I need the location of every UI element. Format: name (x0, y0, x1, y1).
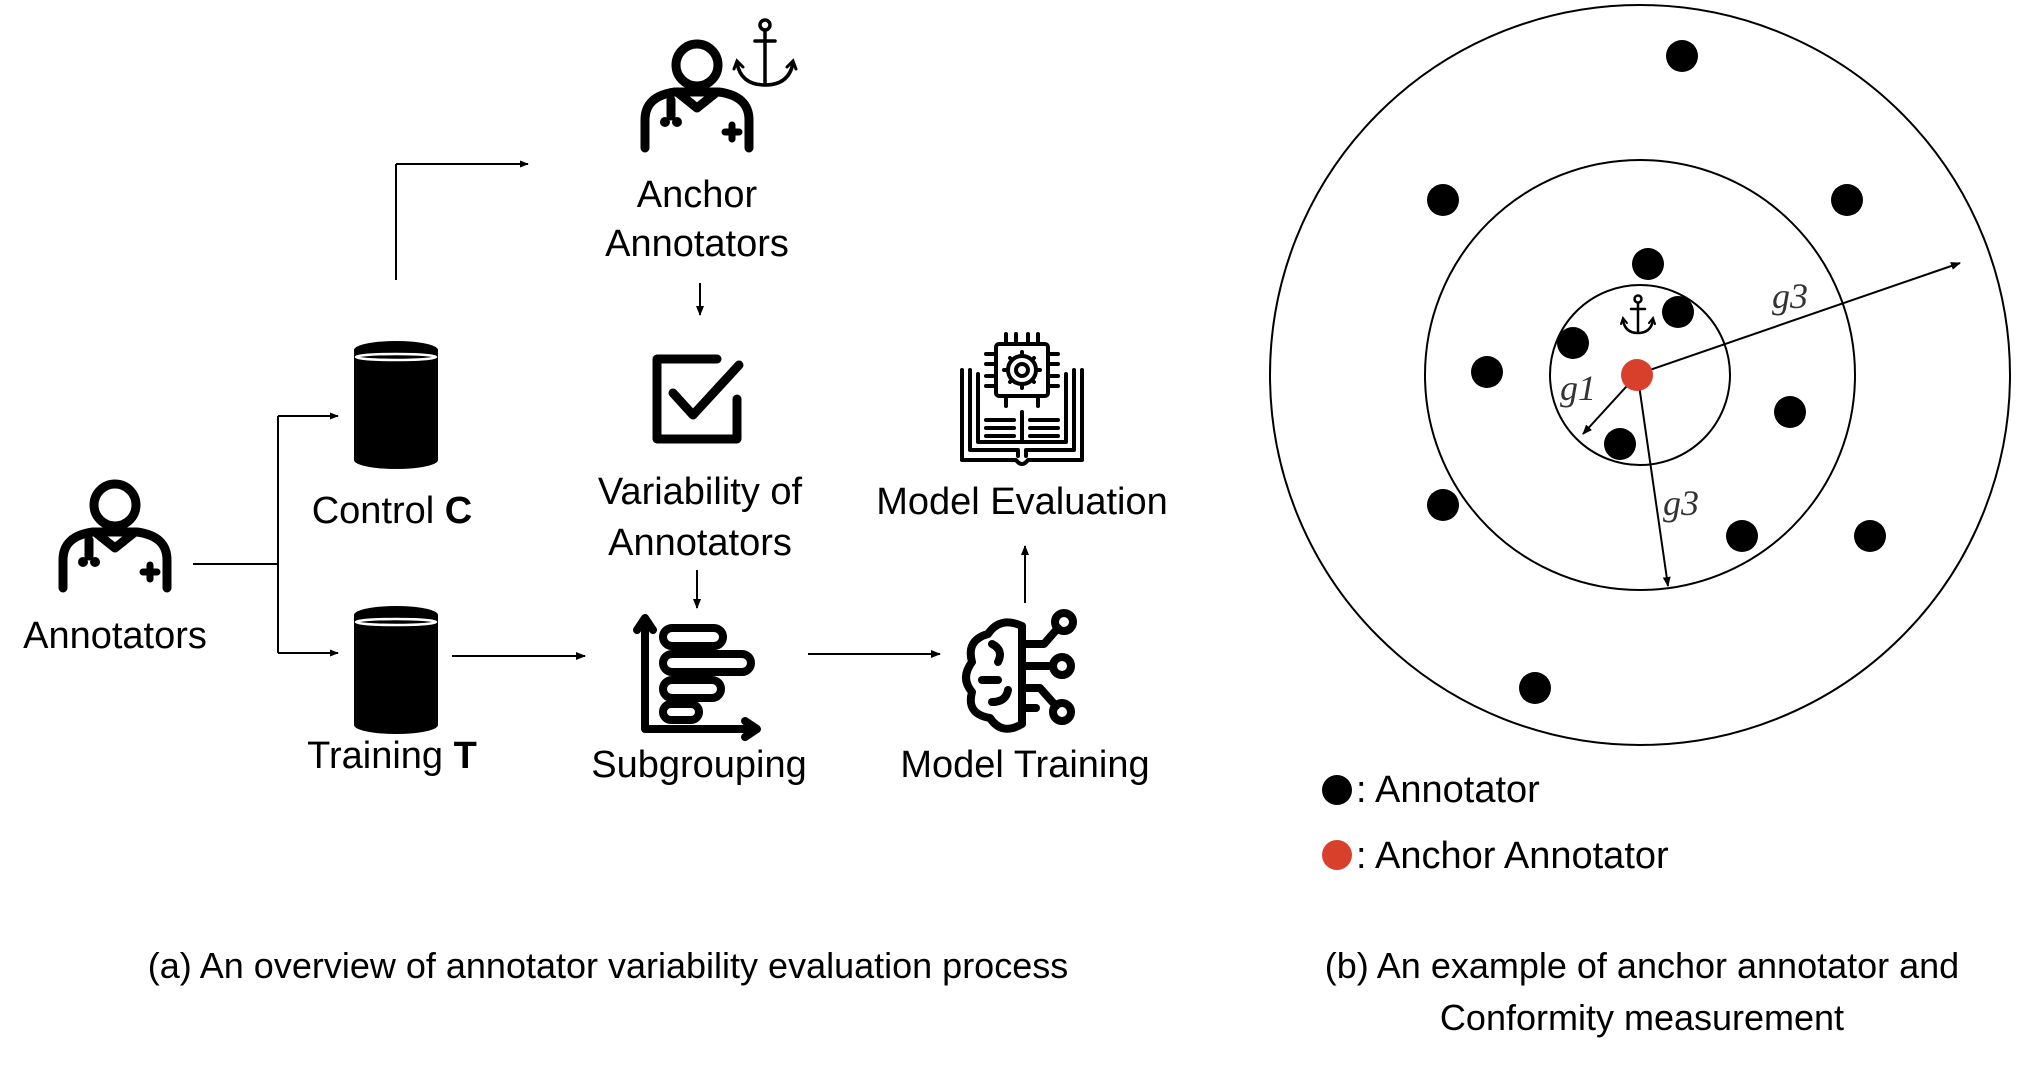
variability-label-line1: Variability of (598, 471, 803, 513)
legend-anchor-swatch (1322, 840, 1352, 870)
g3-lower-arrow (1637, 377, 1671, 587)
legend-annotator-swatch (1322, 775, 1352, 805)
anchor-icon (1620, 294, 1656, 335)
legend: : Annotator : Anchor Annotator (1322, 769, 1669, 877)
book-gear-icon (960, 332, 1084, 466)
annotators-label: Annotators (23, 615, 207, 657)
panel-a: Annotators Control C Training T (23, 18, 1168, 986)
subgrouping-label: Subgrouping (591, 744, 807, 786)
anchor-annotators-label-line2: Annotators (605, 223, 789, 265)
control-label: Control C (312, 490, 473, 532)
g3-upper-arrow (1637, 262, 1961, 375)
g3-lower-label: g3 (1663, 483, 1699, 523)
panel-b: g1 g3 g3 : Annotator : Anchor Annotator … (1269, 4, 2011, 1038)
annotator-dot (1662, 296, 1694, 328)
inner-circle (1549, 284, 1731, 466)
training-label: Training T (307, 735, 477, 777)
annotator-dot (1774, 396, 1806, 428)
model-evaluation-label: Model Evaluation (876, 481, 1168, 523)
g3-upper-label: g3 (1772, 276, 1808, 316)
training-database-icon (354, 606, 438, 734)
annotator-dot (1854, 520, 1886, 552)
brain-circuit-icon (962, 609, 1077, 733)
model-training-label: Model Training (900, 744, 1149, 786)
control-database-icon (354, 341, 438, 469)
annotator-dots (1427, 40, 1886, 704)
annotator-dot (1632, 248, 1664, 280)
annotator-dot (1471, 356, 1503, 388)
caption-b-line1: (b) An example of anchor annotator and (1325, 945, 1959, 986)
control-to-anchor-arrow (395, 160, 529, 280)
checkbox-icon (652, 354, 744, 444)
annotator-dot (1427, 489, 1459, 521)
anchor-icon (732, 18, 798, 87)
legend-annotator-label: : Annotator (1356, 769, 1540, 811)
annotator-dot (1519, 672, 1551, 704)
g1-label: g1 (1560, 368, 1596, 408)
anchor-doctor-icon (640, 39, 754, 153)
annotator-dot (1604, 428, 1636, 460)
anchor-annotator-dot (1621, 359, 1653, 391)
caption-a: (a) An overview of annotator variability… (148, 945, 1068, 986)
outer-circle (1269, 4, 2011, 746)
annotator-dot (1831, 184, 1863, 216)
variability-label-line2: Annotators (608, 522, 792, 564)
annotator-dot (1726, 520, 1758, 552)
annotator-dot (1666, 40, 1698, 72)
doctor-icon (58, 479, 172, 593)
anchor-annotators-label-line1: Anchor (637, 174, 758, 216)
annotator-dot (1557, 327, 1589, 359)
legend-anchor-label: : Anchor Annotator (1356, 835, 1669, 877)
caption-b-line2: Conformity measurement (1440, 997, 1844, 1038)
middle-circle (1424, 159, 1856, 591)
annotator-dot (1427, 184, 1459, 216)
annotators-branch (193, 412, 339, 657)
subgroup-chart-icon (633, 614, 761, 741)
